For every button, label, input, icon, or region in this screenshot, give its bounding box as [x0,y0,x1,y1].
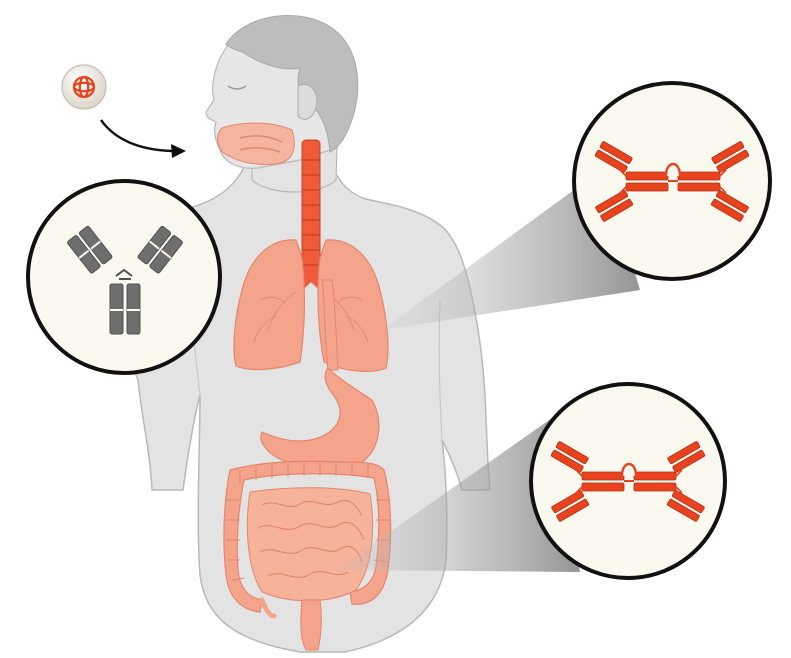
ingested-particle [62,65,106,109]
entry-arrowhead [171,144,186,158]
lung-dimeric-antibody-callout [574,83,770,279]
monomer-antibody-callout [28,181,220,373]
gut-dimeric-antibody-callout [531,384,725,578]
entry-arrow [101,120,172,151]
rectum [301,600,322,650]
